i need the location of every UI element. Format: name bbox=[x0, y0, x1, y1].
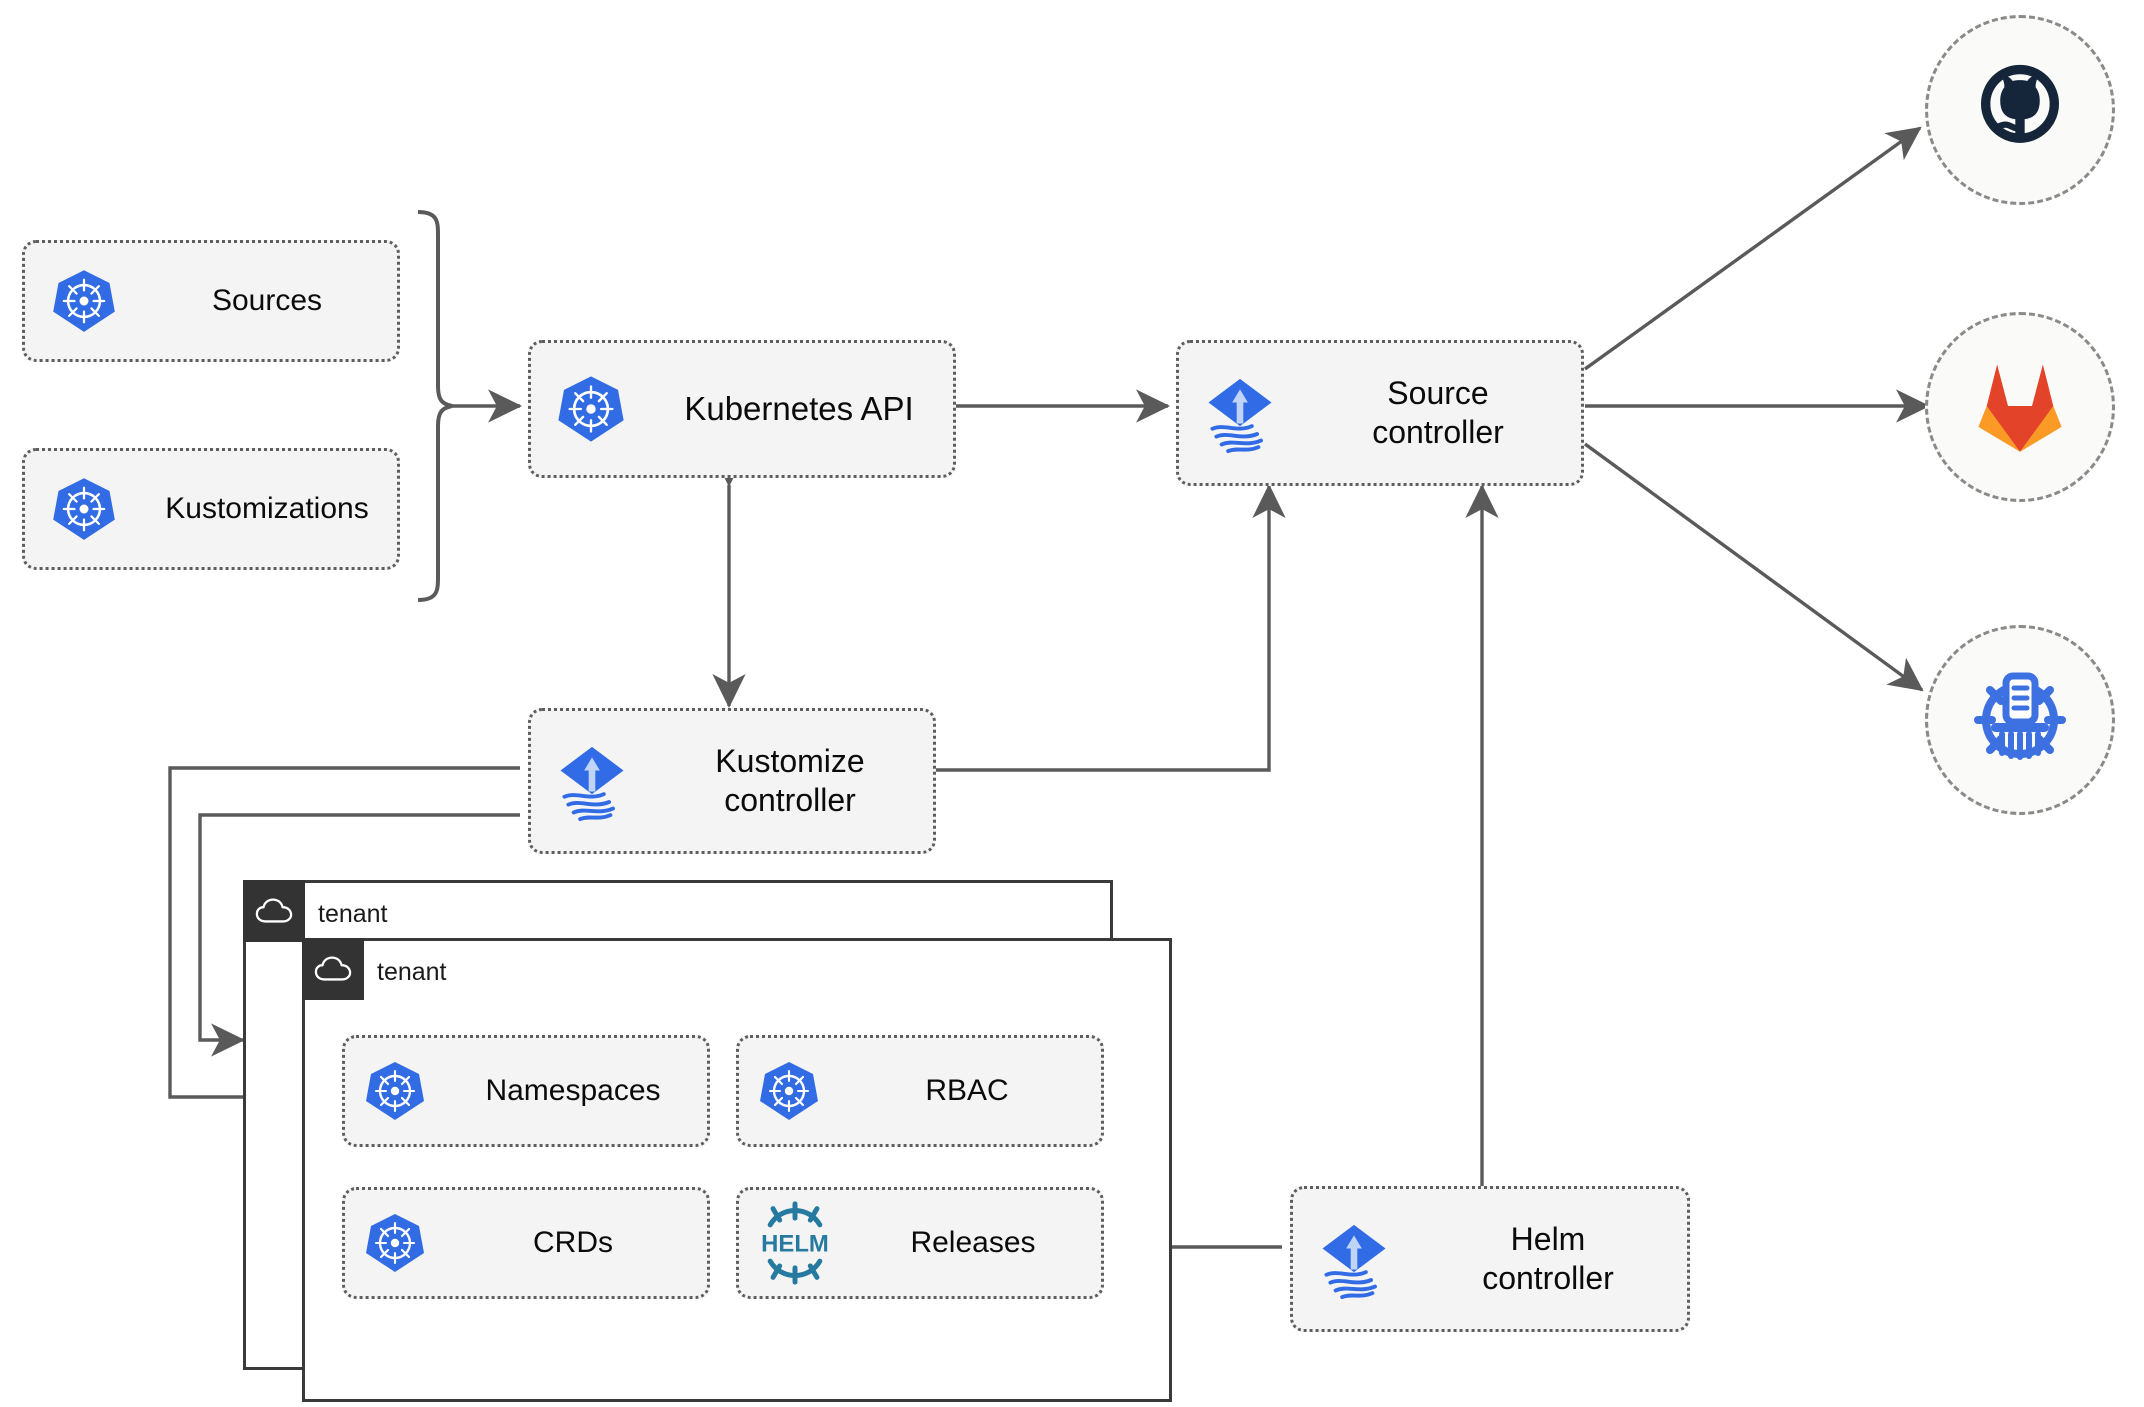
kubernetes-icon bbox=[345, 1059, 445, 1123]
flux-icon bbox=[1179, 371, 1301, 455]
node-label: Kustomizations bbox=[165, 491, 369, 525]
gitlab-icon bbox=[1968, 356, 2072, 459]
node-sources[interactable]: Sources bbox=[22, 240, 400, 362]
node-helm-controller[interactable]: Helm controller bbox=[1290, 1186, 1690, 1332]
node-kubernetes-api[interactable]: Kubernetes API bbox=[528, 340, 956, 478]
repo-circle-gitlab[interactable] bbox=[1925, 312, 2115, 502]
repo-circle-github[interactable] bbox=[1925, 15, 2115, 205]
node-label: Kubernetes API bbox=[684, 389, 914, 427]
node-label: Helm controller bbox=[1482, 1220, 1614, 1296]
node-crds[interactable]: CRDs bbox=[342, 1187, 710, 1299]
node-label: Source controller bbox=[1372, 374, 1504, 450]
flux-icon bbox=[531, 739, 653, 823]
flux-icon bbox=[1293, 1217, 1415, 1301]
node-source-controller[interactable]: Source controller bbox=[1176, 340, 1584, 486]
svg-text:HELM: HELM bbox=[761, 1231, 829, 1258]
github-icon bbox=[1968, 56, 2072, 165]
node-label: CRDs bbox=[533, 1225, 613, 1259]
tenant-window-inner[interactable]: tenant bbox=[302, 938, 1172, 1402]
tenant-label: tenant bbox=[377, 957, 447, 986]
tenant-label: tenant bbox=[318, 899, 388, 928]
repo-circle-helm-chart[interactable] bbox=[1925, 625, 2115, 815]
node-label: Namespaces bbox=[485, 1073, 661, 1107]
kubernetes-icon bbox=[25, 267, 143, 335]
cloud-icon bbox=[243, 880, 305, 942]
helm-icon: HELM bbox=[739, 1200, 851, 1286]
node-rbac[interactable]: RBAC bbox=[736, 1035, 1104, 1147]
kubernetes-icon bbox=[739, 1059, 839, 1123]
node-namespaces[interactable]: Namespaces bbox=[342, 1035, 710, 1147]
node-kustomizations[interactable]: Kustomizations bbox=[22, 448, 400, 570]
node-label: Sources bbox=[211, 283, 323, 317]
node-label: Kustomize controller bbox=[715, 742, 865, 818]
helm-repo-icon bbox=[1965, 663, 2075, 778]
node-kustomize-controller[interactable]: Kustomize controller bbox=[528, 708, 936, 854]
node-releases[interactable]: HELM Releases bbox=[736, 1187, 1104, 1299]
node-label: RBAC bbox=[925, 1073, 1009, 1107]
cloud-icon bbox=[302, 938, 364, 1000]
node-label: Releases bbox=[910, 1225, 1036, 1259]
kubernetes-icon bbox=[345, 1211, 445, 1275]
kubernetes-icon bbox=[531, 373, 651, 445]
kubernetes-icon bbox=[25, 475, 143, 543]
